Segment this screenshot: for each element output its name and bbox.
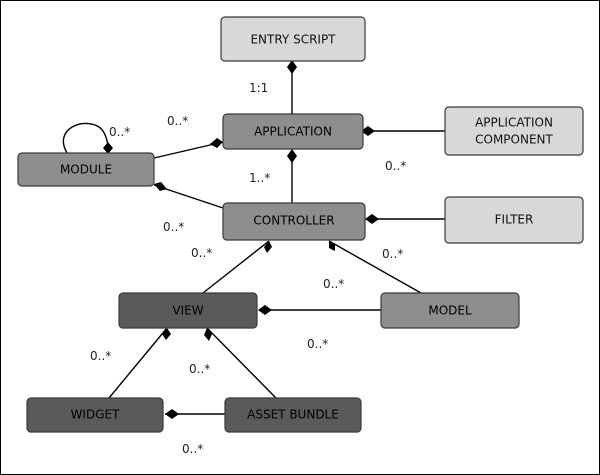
node-entry-script[interactable]: ENTRY SCRIPT	[220, 16, 366, 62]
diamond-widget-asset-bundle	[165, 409, 179, 419]
node-asset-bundle-label: ASSET BUNDLE	[247, 408, 339, 422]
multiplicity-application-component: 0..*	[385, 159, 406, 173]
multiplicity-controller-model: 0..*	[382, 247, 403, 261]
diamond-view-asset-bundle	[204, 328, 212, 341]
node-entry-script-box	[220, 16, 366, 62]
node-controller-label: CONTROLLER	[253, 214, 334, 228]
node-module[interactable]: MODULE	[17, 152, 155, 187]
node-application-label: APPLICATION	[254, 125, 332, 139]
edge-controller-view	[202, 240, 270, 294]
edge-controller-model	[328, 240, 422, 294]
node-view-label: VIEW	[172, 304, 203, 318]
node-view-box	[118, 292, 258, 329]
multiplicity-controller-view: 0..*	[191, 246, 212, 260]
node-application-component-label-line2: COMPONENT	[475, 133, 553, 147]
node-application-box	[222, 113, 364, 150]
node-application-component[interactable]: APPLICATION COMPONENT	[444, 106, 584, 156]
multiplicity-entry-application: 1:1	[249, 81, 268, 95]
node-widget-box	[26, 397, 164, 433]
node-entry-script-label: ENTRY SCRIPT	[250, 33, 336, 47]
node-filter-label: FILTER	[495, 213, 534, 227]
diamond-controller-model	[329, 241, 335, 251]
diamond-application-module	[210, 138, 223, 148]
node-module-label: MODULE	[60, 163, 112, 177]
multiplicity-labels: 1:1 0..* 0..* 0..* 1..* 0..* 0..* 0..* 0…	[90, 81, 406, 456]
node-view[interactable]: VIEW	[118, 292, 258, 329]
node-model-box	[380, 292, 520, 329]
node-filter[interactable]: FILTER	[444, 196, 584, 244]
node-model[interactable]: MODEL	[380, 292, 520, 329]
multiplicity-module-self: 0..*	[109, 125, 130, 139]
edge-view-widget	[108, 327, 168, 399]
diamond-controller-filter	[365, 214, 379, 224]
multiplicity-model-controller: 0..*	[323, 277, 344, 291]
diamond-view-model	[258, 305, 272, 315]
edge-view-asset-bundle	[206, 327, 277, 399]
diamond-module-self	[103, 142, 113, 154]
diamond-application-component	[361, 126, 375, 136]
diamond-controller-view	[264, 241, 272, 253]
node-filter-box	[444, 196, 584, 244]
diamond-application-controller	[287, 149, 297, 163]
multiplicity-view-widget: 0..*	[90, 349, 111, 363]
diamonds	[103, 60, 379, 419]
multiplicity-application-controller: 1..*	[249, 171, 270, 185]
node-asset-bundle-box	[224, 397, 362, 433]
node-widget-label: WIDGET	[71, 408, 121, 422]
multiplicity-widget-asset-bundle: 0..*	[182, 442, 203, 456]
node-controller-box	[222, 202, 366, 241]
multiplicity-view-model: 0..*	[307, 337, 328, 351]
edge-module-self-loop	[62, 122, 109, 154]
node-controller[interactable]: CONTROLLER	[222, 202, 366, 241]
node-application-component-label-line1: APPLICATION	[475, 116, 553, 130]
multiplicity-module-application: 0..*	[167, 114, 188, 128]
multiplicity-module-controller: 0..*	[163, 220, 184, 234]
diamond-entry-script	[287, 60, 297, 74]
diamond-view-widget	[162, 328, 171, 340]
node-module-box	[17, 152, 155, 187]
node-model-label: MODEL	[428, 304, 472, 318]
node-widget[interactable]: WIDGET	[26, 397, 164, 433]
node-application-component-box	[444, 106, 584, 156]
multiplicity-view-asset-bundle: 0..*	[189, 362, 210, 376]
node-application[interactable]: APPLICATION	[222, 113, 364, 150]
node-asset-bundle[interactable]: ASSET BUNDLE	[224, 397, 362, 433]
diamond-module-controller	[154, 182, 167, 191]
